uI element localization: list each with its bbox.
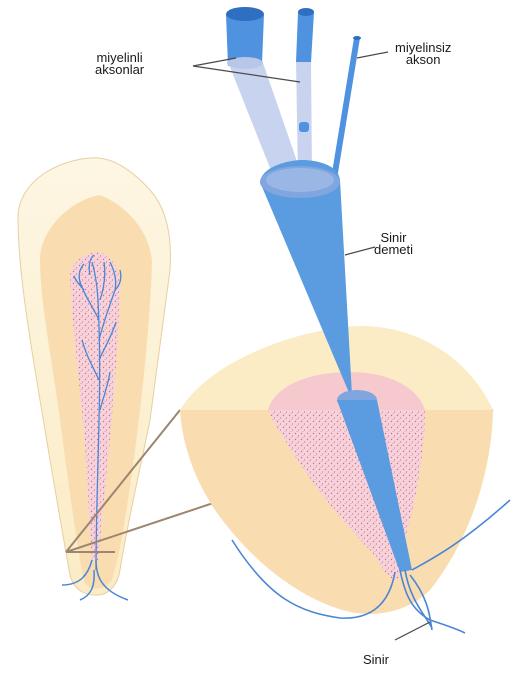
label-myelinated-axons: miyelinli aksonlar bbox=[95, 52, 144, 76]
unmyelinated-axon bbox=[330, 38, 360, 185]
label-nerve-bundle: Sinir demeti bbox=[374, 232, 413, 256]
magnified-section bbox=[180, 326, 493, 614]
myelinated-axon-large bbox=[228, 60, 300, 178]
tooth bbox=[18, 158, 170, 600]
label-nerve: Sinir bbox=[363, 654, 389, 666]
label-unmyelinated-axon: miyelinsiz akson bbox=[395, 42, 451, 66]
